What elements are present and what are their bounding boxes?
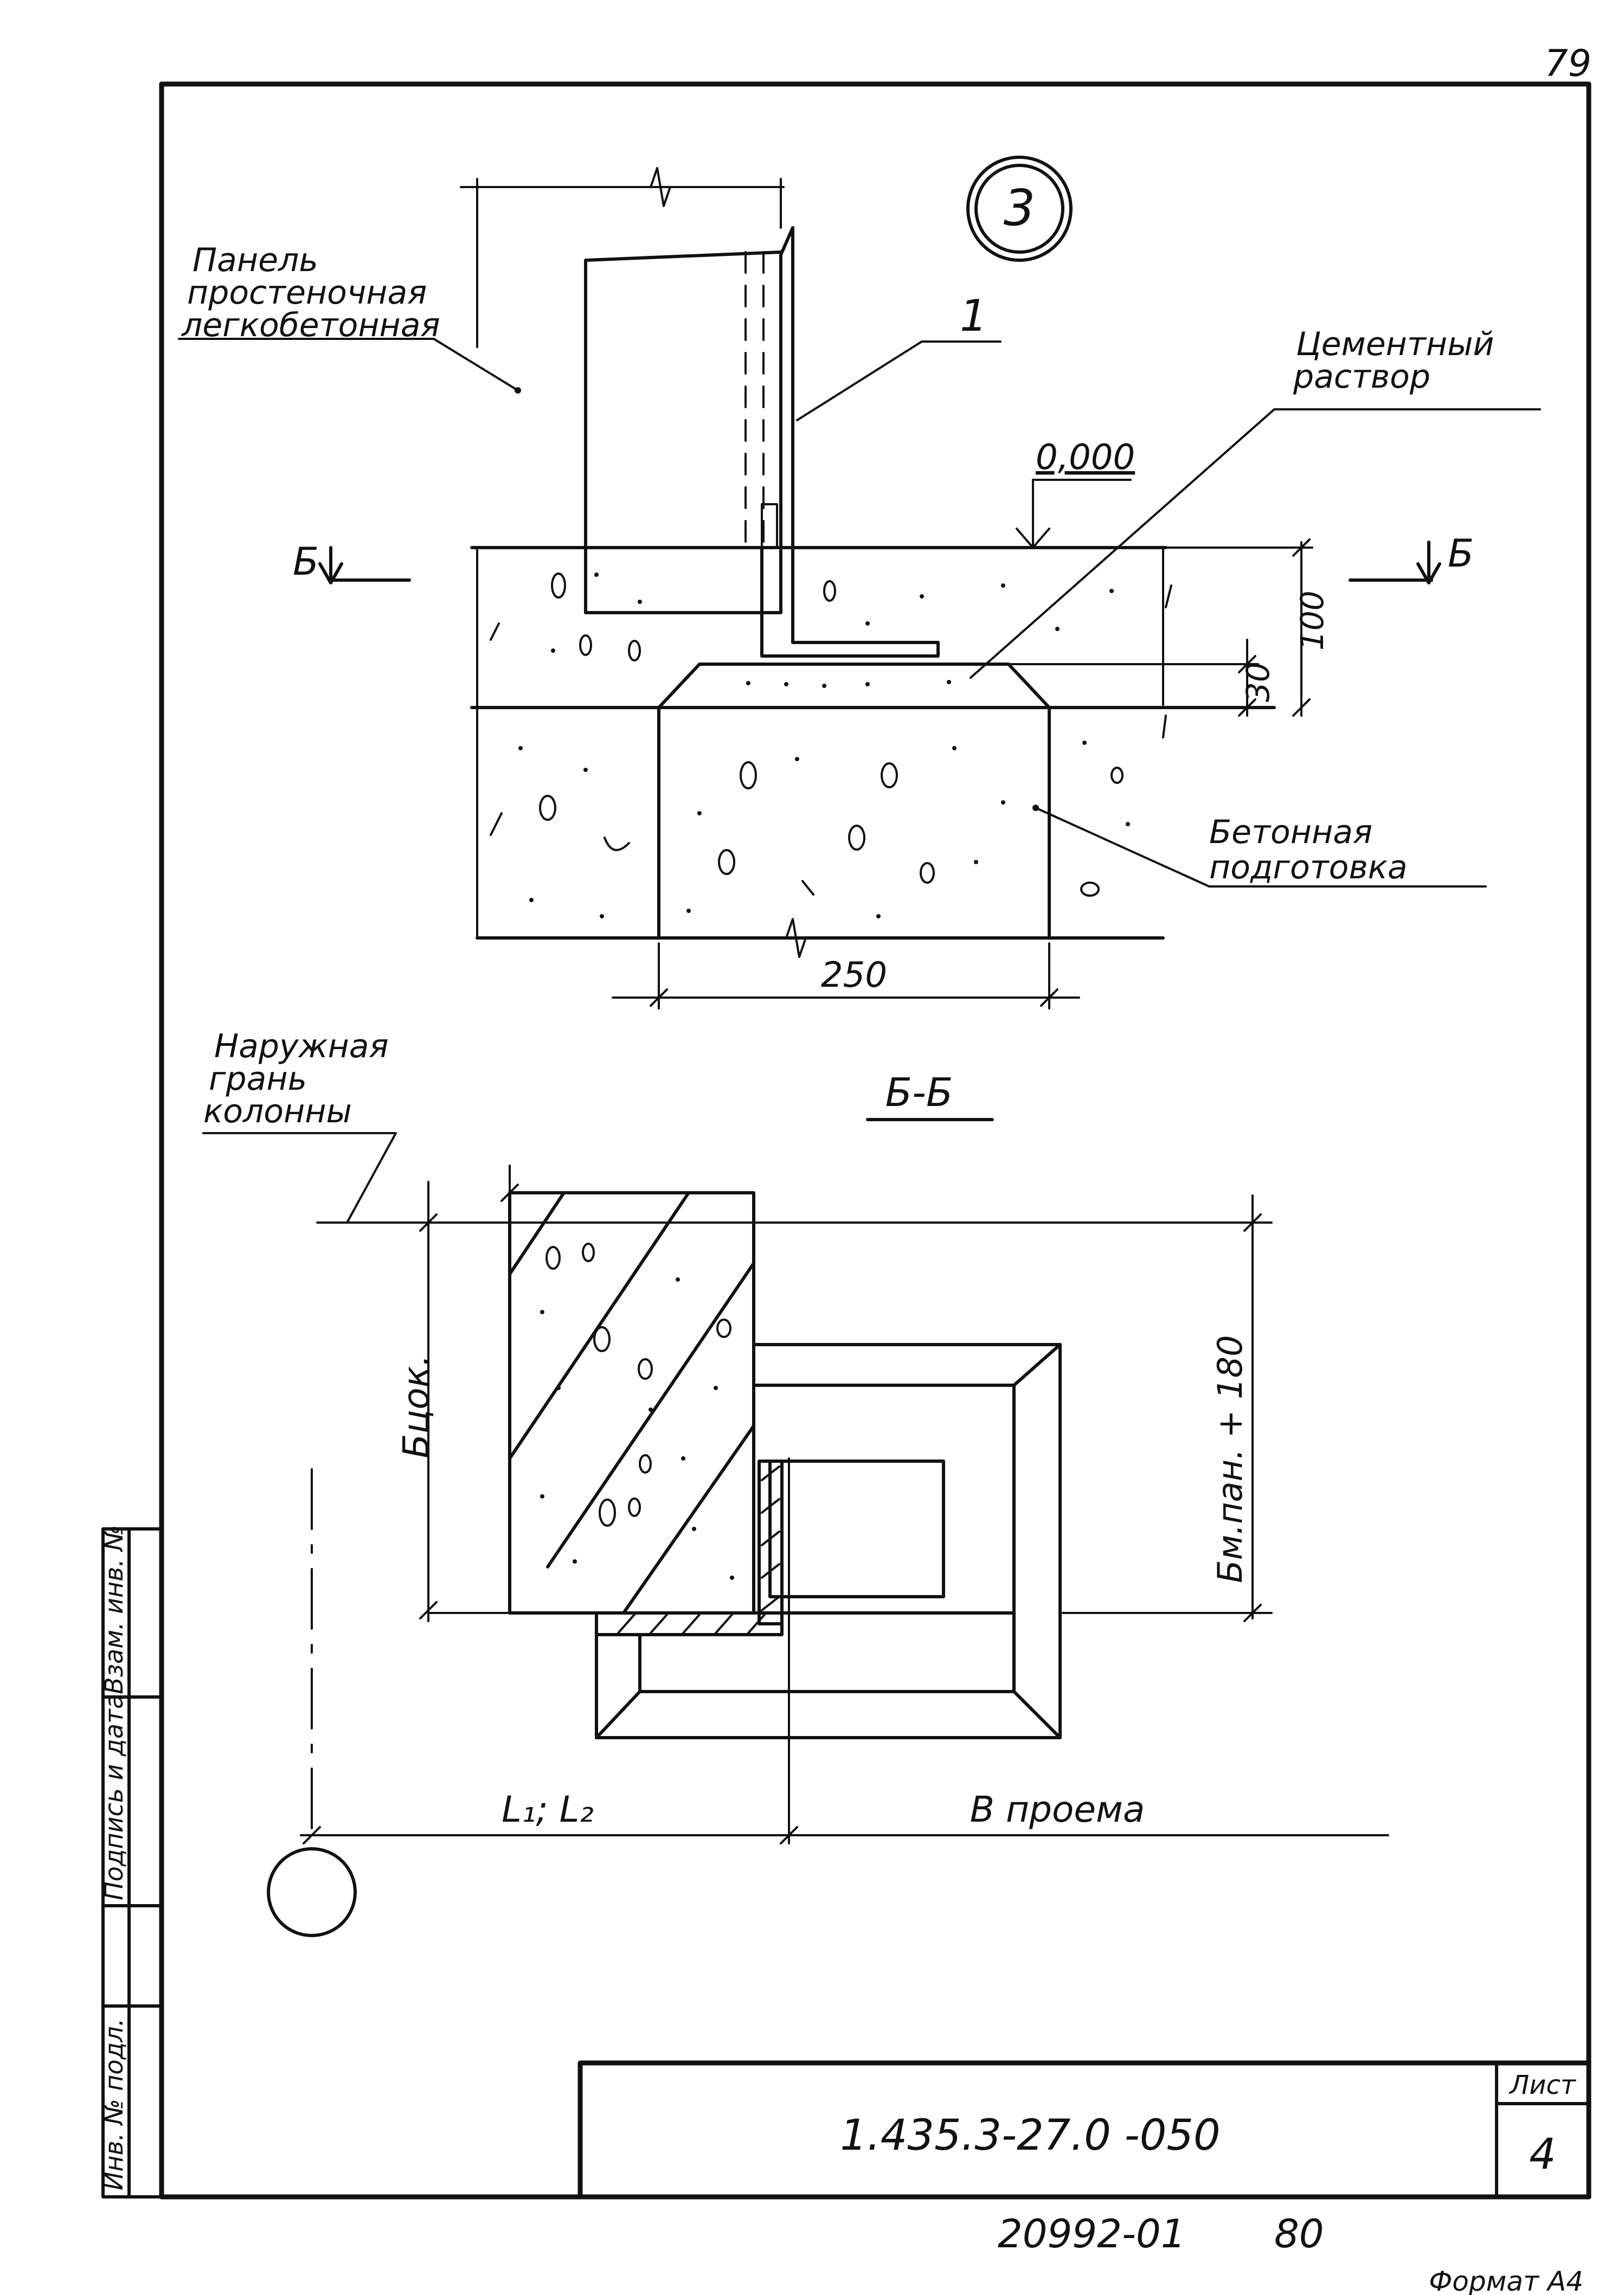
inventory-number: 20992-01 (998, 2211, 1186, 2257)
dim-panel: Бм.пан. + 180 (1210, 1335, 1250, 1584)
section-title: Б-Б (885, 1070, 953, 1115)
dim-column: Бцок. (395, 1355, 437, 1458)
wall-panel (584, 250, 782, 614)
sheet-label: Лист (1509, 2070, 1577, 2100)
concrete-texture (490, 573, 1172, 918)
mortar-pad (657, 663, 1051, 709)
label-concrete-1: Бетонная (1209, 813, 1372, 851)
stamp-field-inventory: Инв. № подл. (99, 2018, 129, 2190)
axis-marker (267, 1847, 357, 1937)
level-mark: 0,000 (1036, 438, 1135, 478)
section-mark-right: Б (1448, 531, 1474, 576)
label-face-3: колонны (203, 1092, 352, 1130)
stamp-field-replacement: Взам. инв. № (99, 1525, 129, 1694)
label-face-1: Наружная (214, 1027, 389, 1065)
dim-250: 250 (821, 955, 887, 995)
stamp-field-signature: Подпись и дата (99, 1694, 129, 1900)
dim-l: L₁; L₂ (502, 1789, 594, 1830)
label-concrete-2: подготовка (1209, 848, 1408, 886)
page-number: 79 (1544, 42, 1591, 85)
label-mortar-2: раствор (1293, 358, 1430, 396)
title-block: 1.435.3-27.0 -050 Лист 4 (577, 2060, 1591, 2200)
section-mark-left: Б (293, 539, 319, 584)
inventory-page: 80 (1274, 2211, 1324, 2257)
dim-30: 30 (1240, 662, 1276, 702)
label-mortar-1: Цементный (1296, 325, 1494, 363)
callout-number: 3 (1004, 179, 1036, 237)
sheet-number: 4 (1529, 2130, 1556, 2179)
panel-plan (768, 1460, 945, 1598)
steel-angle-plan (595, 1460, 784, 1636)
side-stamp: Взам. инв. № Подпись и дата Инв. № подл. (99, 1525, 163, 2198)
label-panel-2: простеночная (187, 274, 427, 312)
label-item-1: 1 (960, 291, 987, 341)
steel-angle (760, 226, 940, 658)
sheet-designation: 1.435.3-27.0 -050 (840, 2111, 1220, 2160)
label-panel-1: Панель (192, 241, 318, 279)
dim-100: 100 (1294, 590, 1331, 651)
label-face-2: грань (209, 1060, 307, 1098)
section-b-b: Б-Б Наружная грань колонны (202, 1027, 1389, 1937)
dim-opening: В проема (970, 1789, 1145, 1830)
opening-frame-lower (595, 1611, 1062, 1739)
format-label: Формат А4 (1429, 2266, 1583, 2295)
detail-3: 3 (178, 156, 1541, 1010)
